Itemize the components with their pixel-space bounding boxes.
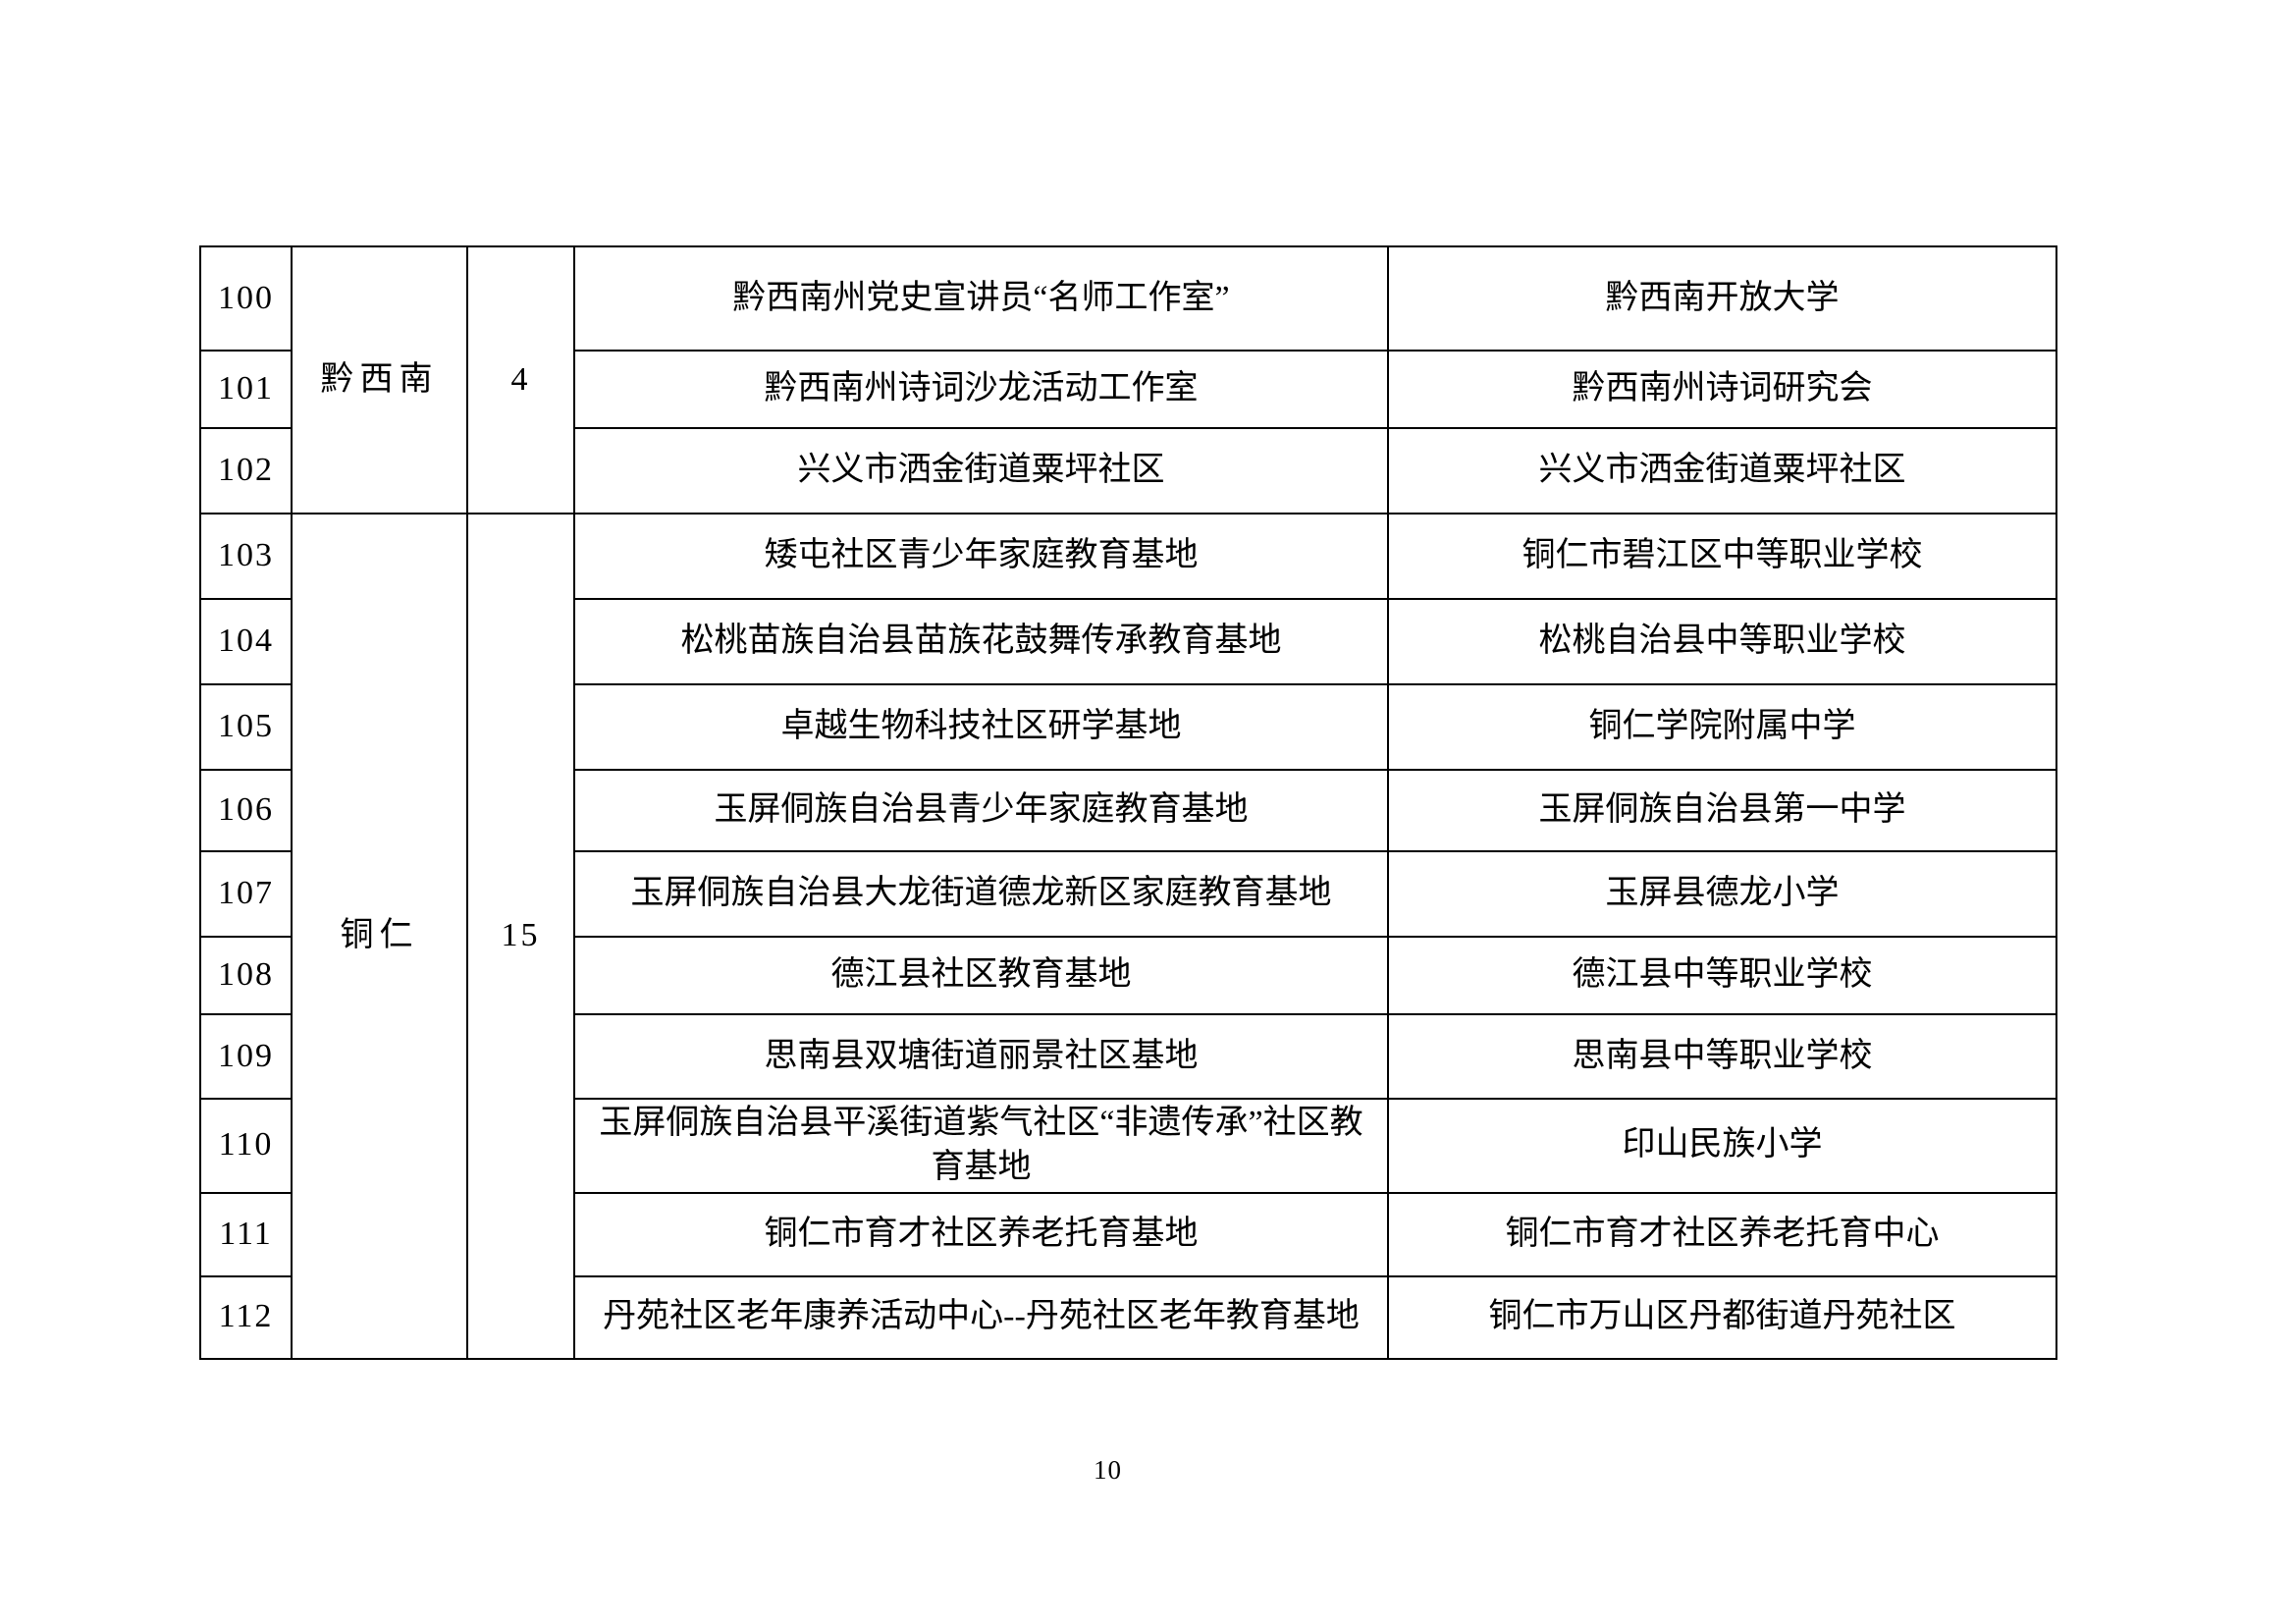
org-name-cell: 铜仁市万山区丹都街道丹苑社区 [1387, 1274, 2057, 1360]
row-number: 101 [199, 350, 293, 429]
table-row: 100 黔西南 4 黔西南州党史宣讲员“名师工作室” 黔西南开放大学 [199, 245, 2057, 514]
count-cell-tongren: 15 [466, 513, 575, 1360]
table-row: 112 丹苑社区老年康养活动中心--丹苑社区老年教育基地 铜仁市万山区丹都街道丹… [199, 1274, 2057, 1360]
base-name-cell: 卓越生物科技社区研学基地 [573, 683, 1389, 771]
org-name-cell: 黔西南开放大学 [1387, 245, 2057, 352]
org-name-cell: 松桃自治县中等职业学校 [1387, 598, 2057, 685]
row-number: 105 [199, 683, 293, 771]
table-row: 103 铜仁 15 矮屯社区青少年家庭教育基地 铜仁市碧江区中等职业学校 [199, 513, 2057, 1360]
row-number: 109 [199, 1013, 293, 1100]
table-row: 107 玉屏侗族自治县大龙街道德龙新区家庭教育基地 玉屏县德龙小学 [199, 850, 2057, 938]
table-row: 104 松桃苗族自治县苗族花鼓舞传承教育基地 松桃自治县中等职业学校 [199, 598, 2057, 685]
table-row: 111 铜仁市育才社区养老托育基地 铜仁市育才社区养老托育中心 [199, 1191, 2057, 1277]
row-number: 104 [199, 598, 293, 685]
table-row: 109 思南县双塘街道丽景社区基地 思南县中等职业学校 [199, 1013, 2057, 1100]
org-name-cell: 铜仁市碧江区中等职业学校 [1387, 513, 2057, 600]
row-number: 103 [199, 513, 293, 600]
row-number: 108 [199, 936, 293, 1015]
page-number: 10 [1094, 1455, 1122, 1485]
org-name-cell: 铜仁学院附属中学 [1387, 683, 2057, 771]
row-number: 112 [199, 1274, 293, 1360]
row-number: 111 [199, 1191, 293, 1277]
base-name-cell: 铜仁市育才社区养老托育基地 [573, 1191, 1389, 1277]
org-name-cell: 玉屏侗族自治县第一中学 [1387, 769, 2057, 852]
base-name-cell: 玉屏侗族自治县大龙街道德龙新区家庭教育基地 [573, 850, 1389, 938]
row-number: 107 [199, 850, 293, 938]
table-row: 108 德江县社区教育基地 德江县中等职业学校 [199, 936, 2057, 1015]
table-row: 101 黔西南州诗词沙龙活动工作室 黔西南州诗词研究会 [199, 350, 2057, 429]
base-name-cell: 兴义市洒金街道粟坪社区 [573, 427, 1389, 514]
region-cell-tongren: 铜仁 [291, 513, 468, 1360]
base-name-cell: 德江县社区教育基地 [573, 936, 1389, 1015]
base-name-cell: 玉屏侗族自治县青少年家庭教育基地 [573, 769, 1389, 852]
org-name-cell: 黔西南州诗词研究会 [1387, 350, 2057, 429]
org-name-cell: 德江县中等职业学校 [1387, 936, 2057, 1015]
row-number: 106 [199, 769, 293, 852]
table-row: 106 玉屏侗族自治县青少年家庭教育基地 玉屏侗族自治县第一中学 [199, 769, 2057, 852]
row-number: 110 [199, 1098, 293, 1194]
count-cell-qianxinan: 4 [466, 245, 575, 514]
table-row: 102 兴义市洒金街道粟坪社区 兴义市洒金街道粟坪社区 [199, 427, 2057, 514]
base-name-cell: 玉屏侗族自治县平溪街道紫气社区“非遗传承”社区教育基地 [573, 1098, 1389, 1194]
org-name-cell: 印山民族小学 [1387, 1098, 2057, 1194]
table-row: 110 玉屏侗族自治县平溪街道紫气社区“非遗传承”社区教育基地 印山民族小学 [199, 1098, 2057, 1194]
org-name-cell: 思南县中等职业学校 [1387, 1013, 2057, 1100]
base-name-cell: 思南县双塘街道丽景社区基地 [573, 1013, 1389, 1100]
org-name-cell: 玉屏县德龙小学 [1387, 850, 2057, 938]
base-name-cell: 矮屯社区青少年家庭教育基地 [573, 513, 1389, 600]
base-name-cell: 松桃苗族自治县苗族花鼓舞传承教育基地 [573, 598, 1389, 685]
table-row: 105 卓越生物科技社区研学基地 铜仁学院附属中学 [199, 683, 2057, 771]
base-list-table: 100 黔西南 4 黔西南州党史宣讲员“名师工作室” 黔西南开放大学 101 黔… [199, 245, 2057, 1360]
region-cell-qianxinan: 黔西南 [291, 245, 468, 514]
base-name-cell: 黔西南州党史宣讲员“名师工作室” [573, 245, 1389, 352]
base-name-cell: 黔西南州诗词沙龙活动工作室 [573, 350, 1389, 429]
base-name-cell: 丹苑社区老年康养活动中心--丹苑社区老年教育基地 [573, 1274, 1389, 1360]
org-name-cell: 兴义市洒金街道粟坪社区 [1387, 427, 2057, 514]
org-name-cell: 铜仁市育才社区养老托育中心 [1387, 1191, 2057, 1277]
row-number: 100 [199, 245, 293, 352]
row-number: 102 [199, 427, 293, 514]
